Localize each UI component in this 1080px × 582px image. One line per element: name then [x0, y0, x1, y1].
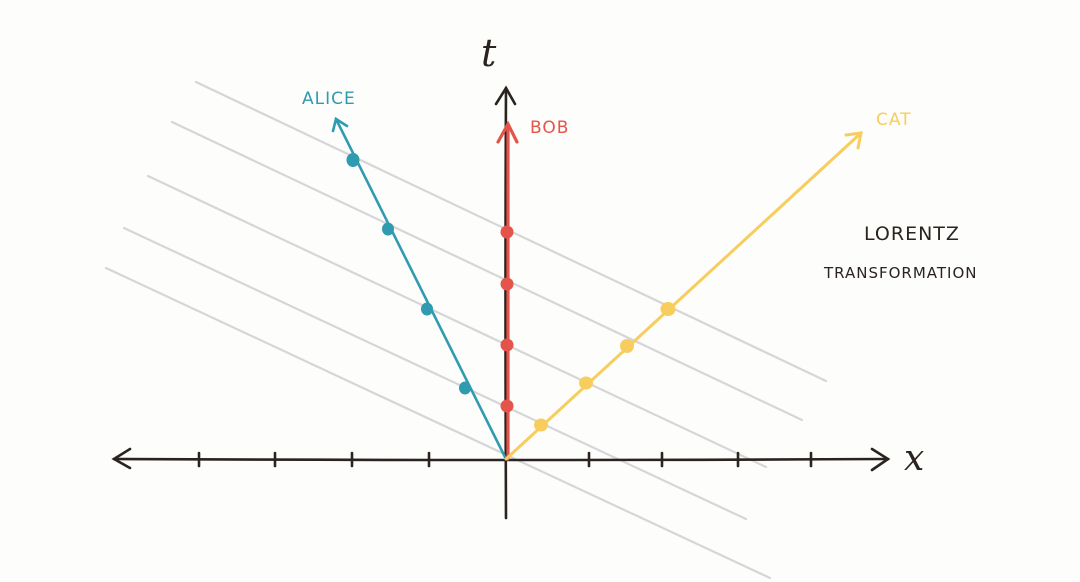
- alice-event-dot: [459, 381, 471, 395]
- x-axis-left-arrowhead: [111, 447, 132, 470]
- bob-event-dot: [500, 338, 514, 352]
- title-line-2: TRANSFORMATION: [823, 264, 978, 282]
- cat-arrowhead: [844, 131, 863, 150]
- title-line-1: LORENTZ: [864, 223, 960, 245]
- simultaneity-line: [104, 266, 772, 580]
- alice-worldline: [331, 116, 508, 461]
- cat-worldline: [504, 131, 863, 461]
- cat-event-dot: [579, 376, 593, 390]
- bob-arrowhead: [496, 120, 519, 144]
- x-axis: [111, 447, 891, 472]
- bob-event-dot: [500, 277, 514, 291]
- alice-event-dot: [382, 222, 394, 236]
- cat-label: CAT: [876, 110, 912, 130]
- simultaneity-line: [170, 120, 804, 422]
- space-axis-label: x: [904, 438, 924, 479]
- cat-event-dot: [620, 339, 634, 353]
- bob-event-dot: [500, 399, 514, 413]
- alice-event-dot: [421, 302, 433, 316]
- alice-label: ALICE: [302, 89, 356, 109]
- simultaneity-line: [122, 226, 748, 521]
- bob-label: BOB: [530, 118, 569, 138]
- alice-events: [346, 153, 471, 395]
- bob-events: [500, 225, 514, 413]
- cat-event-dot: [534, 418, 548, 432]
- alice-event-dot: [346, 153, 360, 167]
- simultaneity-lines: [104, 80, 828, 580]
- x-axis-right-arrowhead: [870, 447, 891, 472]
- cat-event-dot: [660, 302, 676, 316]
- bob-event-dot: [500, 225, 514, 239]
- time-axis-label: t: [481, 31, 497, 75]
- simultaneity-line: [146, 174, 768, 469]
- cat-events: [534, 302, 676, 432]
- alice-arrowhead: [331, 116, 349, 133]
- t-axis-arrowhead: [494, 85, 517, 106]
